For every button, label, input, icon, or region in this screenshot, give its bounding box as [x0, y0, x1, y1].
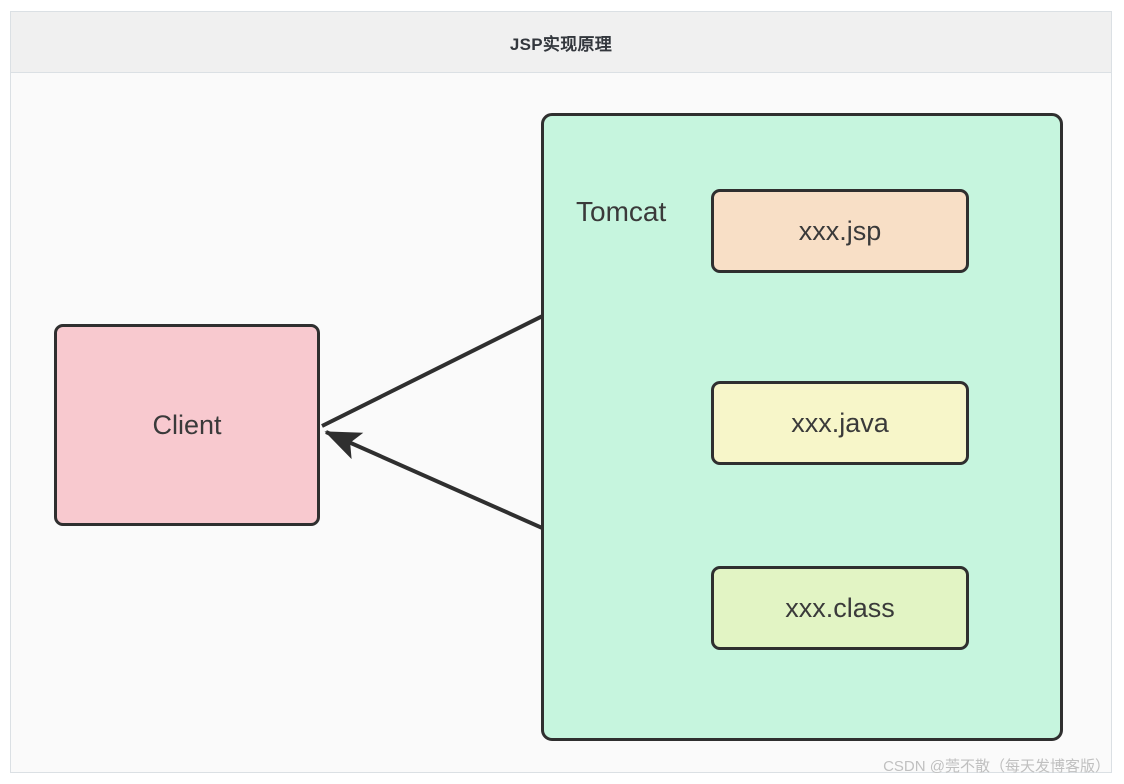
node-class-label: xxx.class: [785, 592, 895, 623]
node-class[interactable]: xxx.class: [711, 566, 969, 650]
card-body: Tomcat Client xxx.jsp xxx.java xxx.class: [11, 74, 1111, 772]
node-jsp[interactable]: xxx.jsp: [711, 189, 969, 273]
node-jsp-label: xxx.jsp: [798, 215, 882, 246]
node-client[interactable]: Client: [54, 324, 320, 526]
watermark: CSDN @莞不散（每天发博客版）: [883, 758, 1110, 775]
node-client-label: Client: [152, 409, 222, 440]
node-java-label: xxx.java: [791, 407, 889, 438]
card-header: JSP实现原理: [11, 12, 1111, 73]
node-java[interactable]: xxx.java: [711, 381, 969, 465]
jsp-flow-diagram: Tomcat Client xxx.jsp xxx.java xxx.class: [11, 74, 1113, 774]
node-tomcat-label: Tomcat: [576, 196, 667, 227]
diagram-card: JSP实现原理 Tomca: [10, 11, 1112, 773]
page-title: JSP实现原理: [509, 34, 613, 54]
